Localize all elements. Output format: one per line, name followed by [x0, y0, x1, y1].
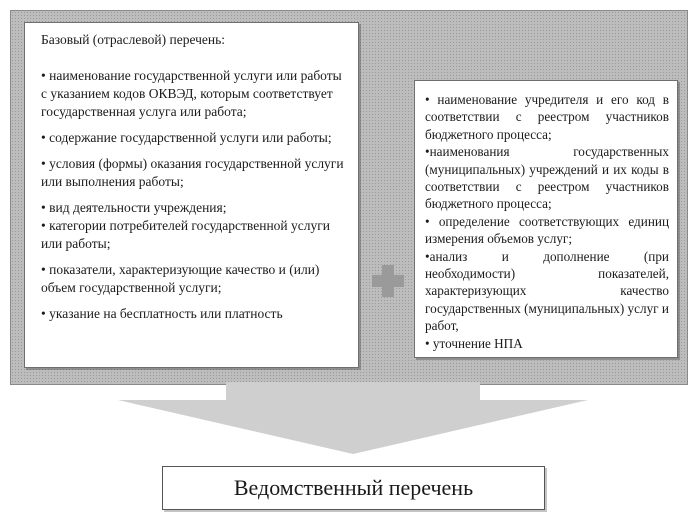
- departmental-list-label: Ведомственный перечень: [233, 475, 474, 500]
- base-list-item: • категории потребителей государственной…: [41, 218, 331, 251]
- addition-item: •анализ и дополнение (при необходимости)…: [425, 248, 669, 334]
- addition-item: • наименование учредителя и его код в со…: [425, 92, 669, 142]
- addition-item: • уточнение НПА: [425, 335, 523, 351]
- addition-item: • определение соответствующих единиц изм…: [425, 213, 669, 247]
- base-list-box: Базовый (отраслевой) перечень: • наимено…: [24, 22, 359, 368]
- additions-box: • наименование учредителя и его код в со…: [414, 80, 678, 358]
- base-list-item: • содержание государственной услуги или …: [41, 130, 332, 145]
- departmental-list-box: Ведомственный перечень: [162, 466, 545, 510]
- base-list-item: • вид деятельности учреждения;: [41, 200, 227, 215]
- plus-icon: [372, 265, 404, 297]
- base-list-item: • указание на бесплатность или платность: [41, 306, 283, 321]
- base-list-item: • наименование государственной услуги ил…: [41, 68, 342, 119]
- base-list-heading: Базовый (отраслевой) перечень:: [41, 32, 226, 47]
- base-list-item: • условия (формы) оказания государственн…: [41, 156, 344, 189]
- addition-item: •наименования государственных (муниципал…: [425, 144, 669, 212]
- down-arrow: [118, 382, 588, 454]
- base-list-item: • показатели, характеризующие качество и…: [41, 262, 320, 295]
